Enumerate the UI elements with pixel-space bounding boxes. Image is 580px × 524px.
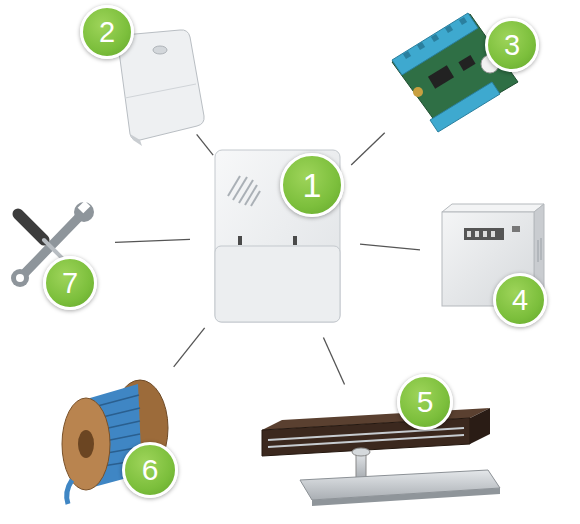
component: 7: [8, 205, 90, 285]
component: 4: [440, 208, 544, 306]
callout-number: 3: [485, 18, 539, 72]
callout-number: 6: [122, 442, 178, 498]
component: 3: [388, 14, 516, 122]
connector-line: [115, 239, 190, 242]
card-reader: [118, 30, 205, 146]
connector-line: [351, 133, 385, 165]
connector-line: [323, 338, 344, 385]
connector-line: [360, 244, 420, 250]
callout-number: 2: [80, 5, 134, 59]
component: 1: [215, 150, 340, 322]
connector-line: [174, 328, 205, 367]
magnetic-lock: [262, 408, 500, 506]
connector-line: [197, 134, 213, 155]
callout-number: 4: [493, 273, 547, 327]
callout-number: 5: [397, 374, 453, 430]
component: 5: [262, 400, 490, 508]
callout-number: 7: [43, 256, 97, 310]
component: 2: [110, 32, 200, 132]
component: 6: [62, 380, 168, 502]
callout-number: 1: [280, 153, 344, 217]
